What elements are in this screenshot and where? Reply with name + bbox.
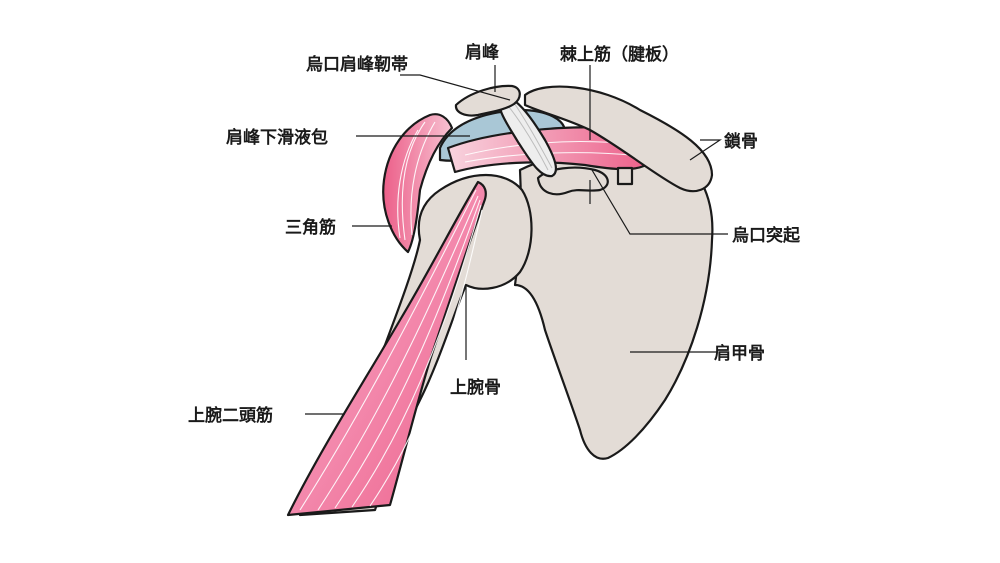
leader-lines xyxy=(305,65,728,415)
label-deltoid: 三角筋 xyxy=(285,217,336,238)
scapula-shape xyxy=(513,147,714,460)
ligament-shape xyxy=(497,93,558,178)
label-biceps: 上腕二頭筋 xyxy=(188,405,273,426)
label-clavicle: 鎖骨 xyxy=(724,131,758,152)
label-coracoid-process: 烏口突起 xyxy=(732,225,801,246)
clavicle-tab xyxy=(616,166,634,186)
label-scapula: 肩甲骨 xyxy=(714,343,765,364)
label-supraspinatus: 棘上筋（腱板） xyxy=(560,44,679,65)
deltoid-fibers xyxy=(397,121,436,241)
clavicle-shape xyxy=(523,85,714,193)
label-subacromial-bursa: 肩峰下滑液包 xyxy=(226,127,328,148)
biceps-fibers xyxy=(299,189,483,511)
label-coracoacromial-ligament: 烏口肩峰靭帯 xyxy=(306,54,408,75)
biceps-shape xyxy=(286,180,487,517)
label-humerus: 上腕骨 xyxy=(450,377,501,398)
deltoid-shape xyxy=(382,113,454,254)
label-acromion: 肩峰 xyxy=(465,42,500,63)
